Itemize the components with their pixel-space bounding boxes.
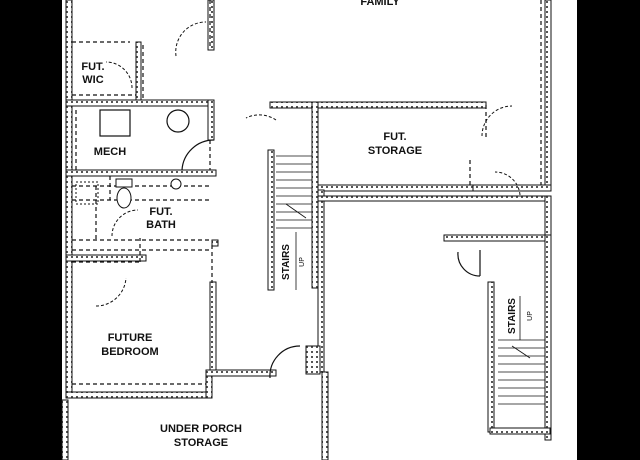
stair-treads-left [276,155,312,290]
room-label-family: FAMILY [360,0,400,8]
dashed-partitions [72,0,542,385]
room-label-under-porch-storage-line1: UNDER PORCH [160,423,242,435]
room-label-fut-storage-line2: STORAGE [368,145,422,157]
door-swings [95,21,521,307]
room-label-future-bedroom-line1: FUTURE [108,332,153,344]
shower [75,181,99,205]
room-label-fut-storage-line1: FUT. [383,131,406,143]
mech-unit [99,109,131,137]
stairs-direction-left: UP [299,257,306,267]
stairs-label-right: STAIRS [507,298,518,334]
room-label-fut-bath-line1: FUT. [149,206,172,218]
room-label-fut-wic-line2: WIC [82,74,103,86]
stairs-label-left: STAIRS [281,244,292,280]
toilet [116,187,132,209]
room-label-under-porch-storage-line2: STORAGE [174,437,228,449]
stair-treads-right [498,296,545,405]
room-label-fut-wic-line1: FUT. [81,61,104,73]
stairs-direction-right: UP [527,311,534,321]
sink [170,178,182,190]
water-heater [166,109,190,133]
toilet-tank [115,178,133,188]
walls [61,0,552,460]
room-label-future-bedroom-line2: BEDROOM [101,346,158,358]
door-arcs-solid [181,139,481,379]
room-label-mech: MECH [94,146,126,158]
room-label-fut-bath-line2: BATH [146,219,176,231]
